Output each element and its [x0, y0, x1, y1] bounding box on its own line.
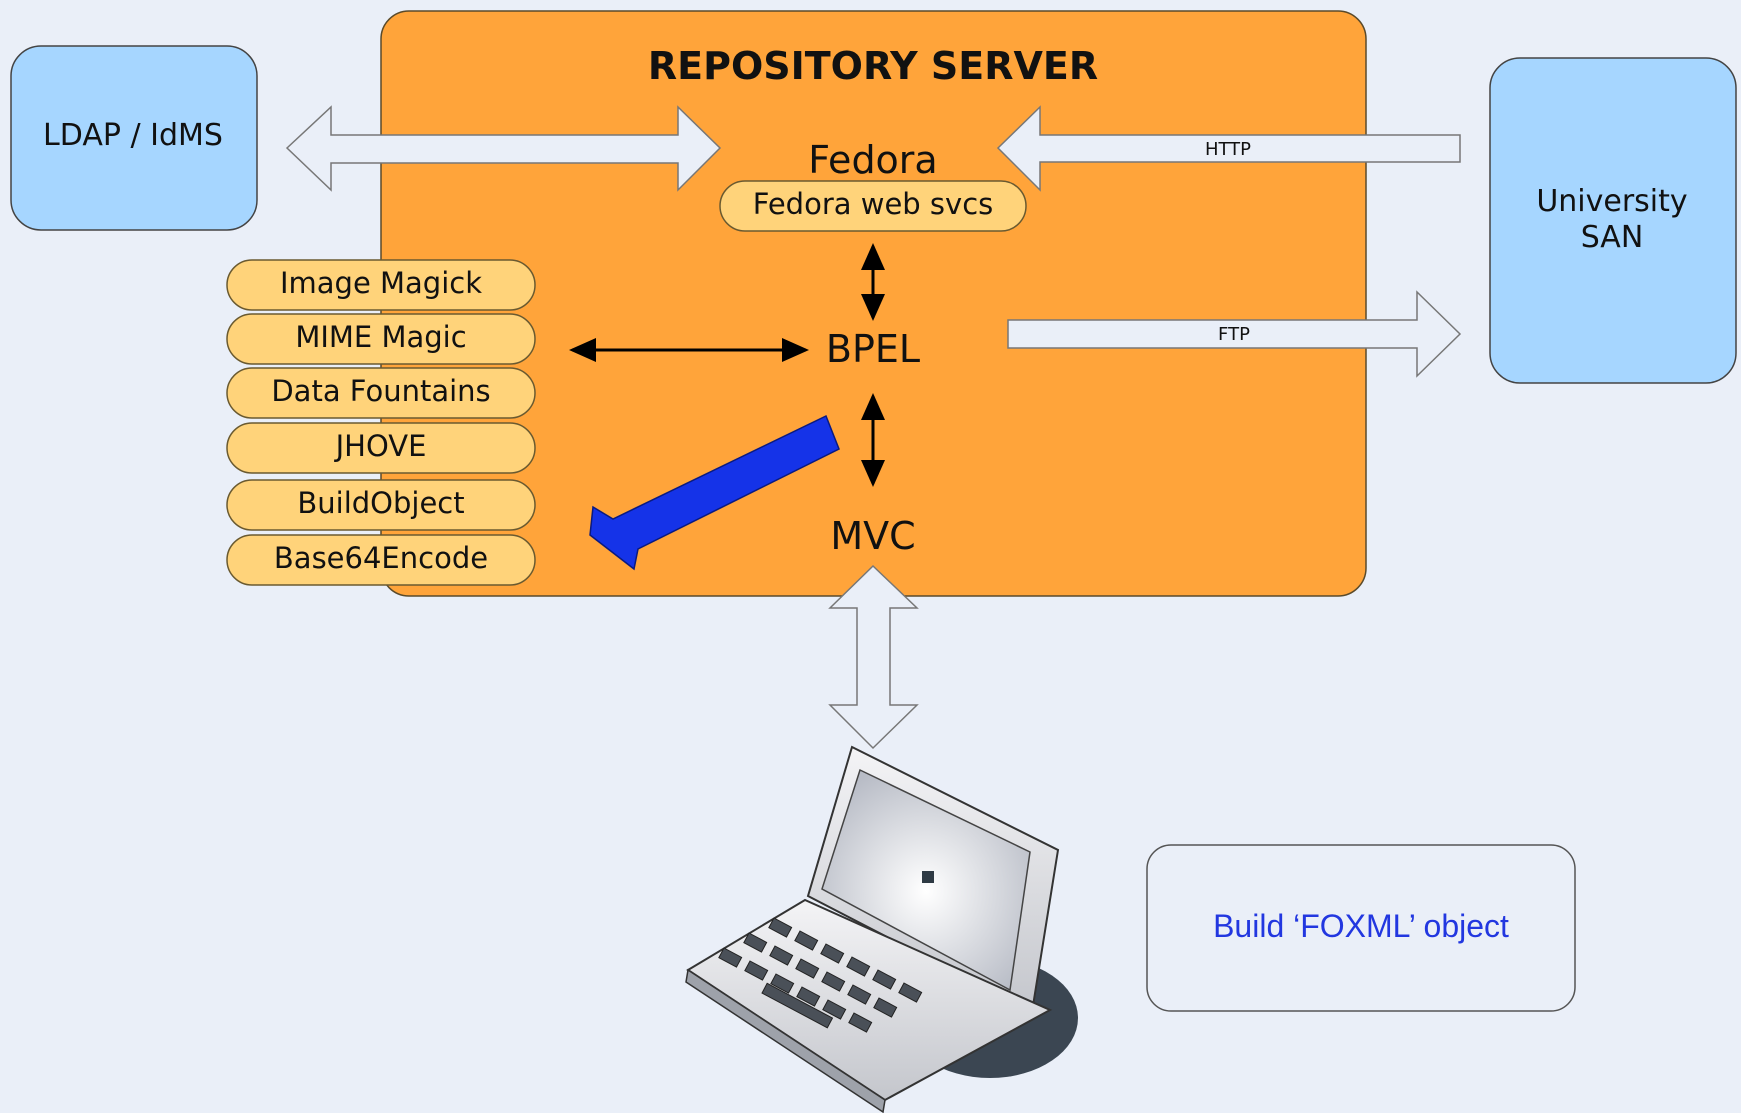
- mvc-laptop-double-arrow: [828, 564, 919, 750]
- tool-label: Data Fountains: [271, 374, 490, 408]
- http-arrow: [996, 105, 1461, 192]
- ldap-fedora-double-arrow: [285, 105, 722, 192]
- mvc-label: MVC: [830, 514, 915, 558]
- tool-pill: [226, 422, 536, 474]
- tools-stack: Image Magick MIME Magic Data Fountains J…: [226, 259, 536, 586]
- tool-label: Image Magick: [280, 266, 482, 300]
- foxml-note-text: Build ‘FOXML’ object: [1213, 908, 1509, 944]
- highlight-arrow: [589, 414, 840, 571]
- ftp-arrow: [1007, 290, 1462, 378]
- tool-pill: [226, 534, 536, 586]
- tool-label: Base64Encode: [274, 541, 488, 575]
- fedora-web-svcs-pill: [719, 180, 1027, 232]
- ldap-label: LDAP / IdMS: [43, 118, 223, 153]
- server-title: REPOSITORY SERVER: [648, 44, 1098, 88]
- san-label-line2: SAN: [1581, 220, 1644, 255]
- tool-label: JHOVE: [334, 429, 427, 463]
- tool-label: MIME Magic: [295, 320, 466, 354]
- san-label-line1: University: [1536, 184, 1687, 219]
- ldap-box: [10, 45, 258, 231]
- university-san-box: [1489, 57, 1737, 384]
- bpel-label: BPEL: [826, 327, 920, 371]
- tool-pill: [226, 313, 536, 365]
- tool-pill: [226, 479, 536, 531]
- foxml-note-box: [1146, 844, 1576, 1012]
- http-label: HTTP: [1205, 139, 1251, 160]
- fedora-web-svcs-label: Fedora web svcs: [753, 187, 994, 221]
- ftp-label: FTP: [1218, 324, 1250, 345]
- fedora-label: Fedora: [808, 138, 937, 182]
- tool-label: BuildObject: [297, 486, 464, 520]
- tool-pill: [226, 259, 536, 311]
- laptop-icon: [685, 745, 1078, 1113]
- tool-pill: [226, 367, 536, 419]
